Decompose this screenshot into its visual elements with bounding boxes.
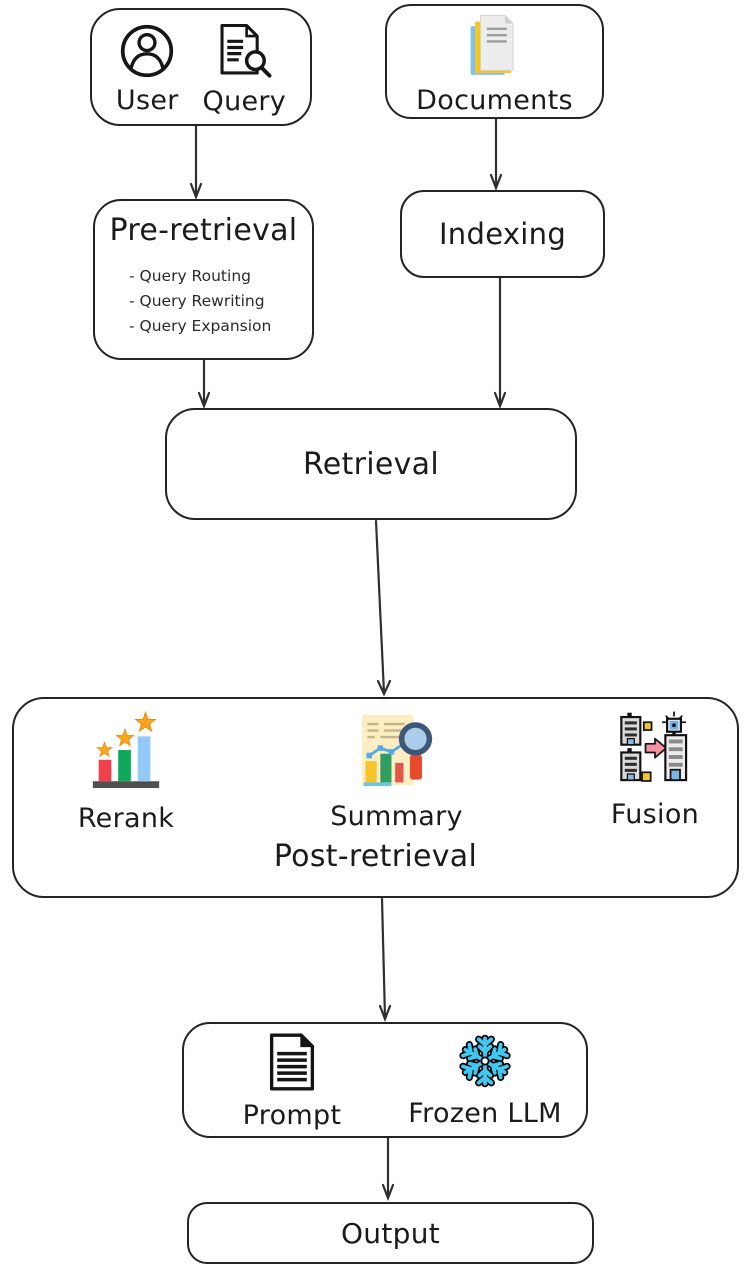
fusion-buildings-icon (617, 711, 693, 791)
fusion-label: Fusion (610, 799, 700, 830)
pre-retrieval-item: - Query Rewriting (129, 292, 265, 310)
summary-feature: Summary (314, 711, 479, 832)
post-retrieval-node: Rerank (12, 697, 739, 898)
arrow-documents-to-indexing (489, 116, 503, 192)
retrieval-node: Retrieval (165, 408, 577, 520)
summary-label: Summary (330, 801, 463, 832)
documents-node: Documents (385, 4, 604, 119)
prompt-column: Prompt (212, 1032, 372, 1131)
retrieval-label: Retrieval (302, 446, 439, 482)
output-node: Output (187, 1202, 594, 1264)
arrow-preretrieval-to-retrieval (197, 358, 211, 410)
arrow-userquery-to-preretrieval (189, 124, 203, 201)
query-label: Query (202, 85, 287, 117)
documents-stack-icon (467, 13, 523, 83)
rerank-bars-icon (90, 710, 162, 795)
post-retrieval-title: Post-retrieval (273, 839, 478, 874)
user-icon (119, 23, 175, 83)
summary-report-icon (360, 711, 434, 793)
arrow-retrieval-to-postretrieval (374, 519, 392, 697)
pre-retrieval-item-list: - Query Routing - Query Rewriting - Quer… (129, 264, 312, 339)
output-label: Output (340, 1216, 441, 1250)
arrow-postretrieval-to-promptllm (378, 897, 392, 1023)
pre-retrieval-item: - Query Expansion (129, 317, 272, 335)
pre-retrieval-item: - Query Routing (129, 267, 251, 285)
prompt-document-icon (267, 1032, 317, 1096)
indexing-node: Indexing (400, 190, 605, 278)
snowflake-icon (456, 1032, 514, 1094)
query-document-icon (215, 22, 273, 84)
user-query-node: User Query (90, 8, 312, 126)
fusion-feature: Fusion (580, 711, 730, 830)
frozen-llm-label: Frozen LLM (408, 1098, 562, 1129)
pre-retrieval-title: Pre-retrieval (109, 213, 298, 248)
prompt-label: Prompt (242, 1100, 342, 1131)
prompt-frozen-llm-node: Prompt (182, 1022, 588, 1138)
rerank-label: Rerank (77, 803, 175, 834)
pre-retrieval-node: Pre-retrieval - Query Routing - Query Re… (93, 199, 314, 360)
query-column: Query (203, 22, 287, 117)
user-label: User (115, 84, 179, 116)
user-column: User (116, 23, 179, 116)
arrow-promptllm-to-output (381, 1136, 395, 1202)
frozen-llm-column: Frozen LLM (400, 1032, 570, 1129)
rerank-feature: Rerank (51, 710, 201, 834)
documents-label: Documents (416, 85, 573, 116)
indexing-label: Indexing (438, 217, 567, 251)
arrow-indexing-to-retrieval (493, 276, 507, 410)
